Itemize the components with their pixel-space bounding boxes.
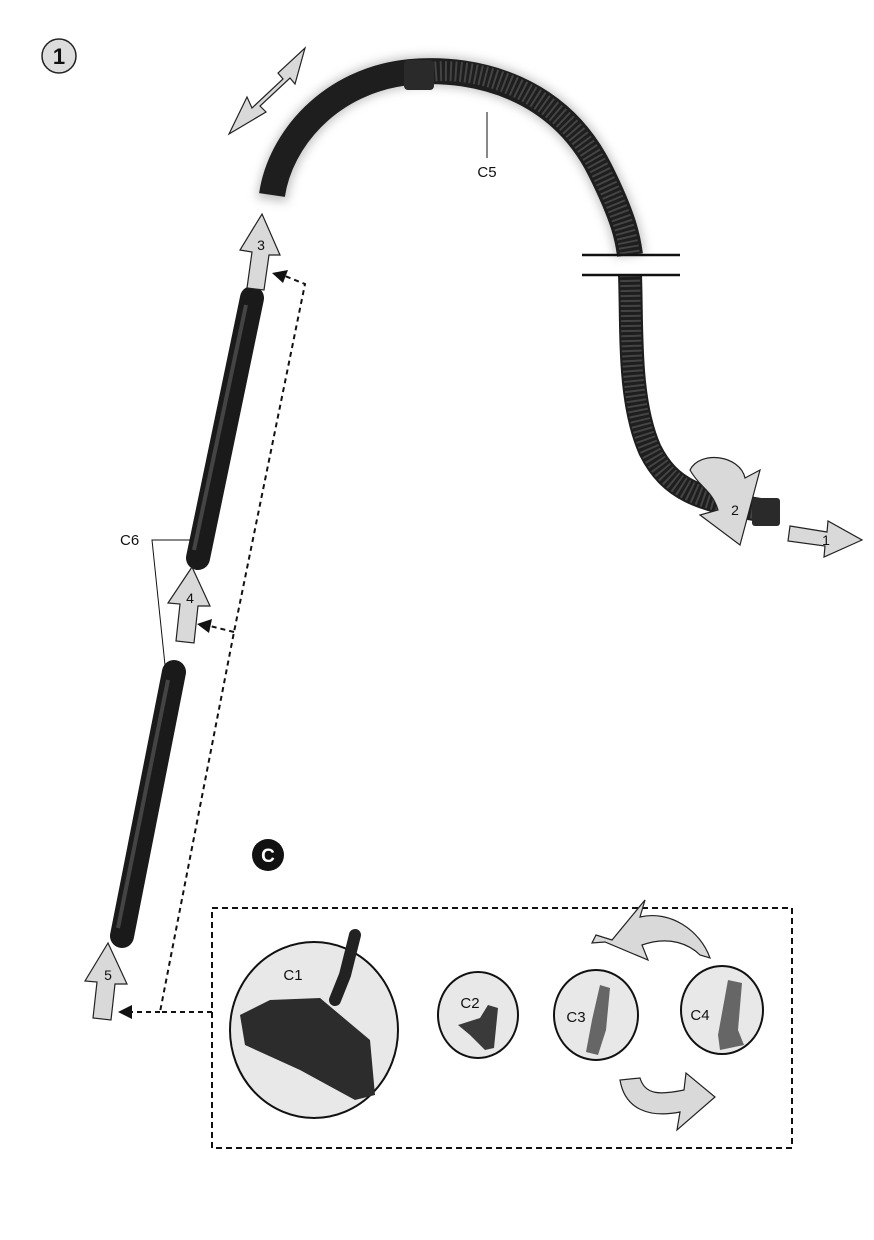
step-1-label: 1 xyxy=(822,532,830,548)
tube-lower xyxy=(110,660,186,948)
section-badge: C xyxy=(252,839,284,871)
step-2-label: 2 xyxy=(731,502,739,518)
arrowhead-icon xyxy=(272,270,288,283)
hose-c5: C5 xyxy=(257,56,780,526)
double-arrow-icon xyxy=(227,46,307,136)
step-arrow-1: 1 xyxy=(787,520,864,558)
accessory-c1-floor-nozzle: C1 xyxy=(229,929,399,1119)
step-arrow-3: 3 xyxy=(239,212,281,291)
step-arrow-2-rotate: 2 xyxy=(689,456,761,547)
accessory-c3-crevice-tool: C3 xyxy=(553,969,639,1061)
curved-arrow-right-icon xyxy=(619,1071,716,1132)
step-arrow-5: 5 xyxy=(83,941,128,1021)
label-c6-group: C6 xyxy=(120,532,192,666)
step-3-label: 3 xyxy=(257,237,265,253)
label-c4: C4 xyxy=(690,1007,709,1024)
label-c1: C1 xyxy=(283,967,302,984)
step-badge: 1 xyxy=(41,38,77,74)
label-c6: C6 xyxy=(120,532,139,549)
step-5-label: 5 xyxy=(104,967,112,983)
tube-upper xyxy=(186,286,264,570)
label-c5: C5 xyxy=(477,164,496,181)
accessory-c4-brush-tool: C4 xyxy=(680,965,764,1055)
step-4-label: 4 xyxy=(186,590,194,606)
accessory-c2-upholstery-nozzle: C2 xyxy=(437,971,519,1059)
dashed-guide xyxy=(128,275,307,1013)
step-arrow-4: 4 xyxy=(166,565,211,644)
step-badge-label: 1 xyxy=(53,44,65,69)
accessories-box xyxy=(211,907,793,1149)
curved-arrow-left-icon xyxy=(590,899,711,962)
arrowhead-icon xyxy=(197,619,212,633)
label-c3: C3 xyxy=(566,1009,585,1026)
label-c2: C2 xyxy=(460,995,479,1012)
section-badge-label: C xyxy=(261,846,275,867)
arrowhead-icon xyxy=(118,1005,132,1019)
